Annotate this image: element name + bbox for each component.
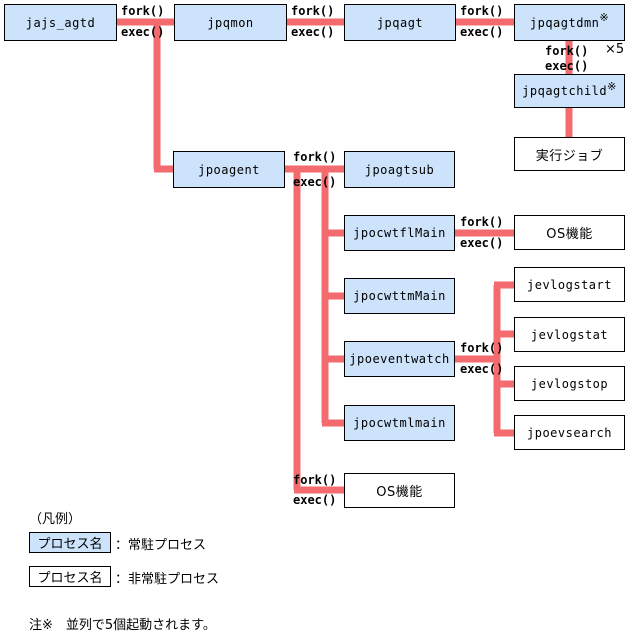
exec-label: exec() (291, 25, 335, 39)
times-five-label: ×5 (605, 42, 625, 57)
legend-nonresident-box: プロセス名 (29, 566, 111, 587)
process-jpoeventwatch: jpoeventwatch (344, 341, 455, 377)
legend-box-label: プロセス名 (37, 571, 103, 586)
process-os-function: OS機能 (514, 215, 625, 250)
process-jpocwtmlmain: jpocwtmlmain (344, 405, 455, 441)
exec-label: exec() (545, 59, 589, 73)
process-label: jpoevsearch (527, 425, 612, 440)
process-label: jevlogstop (530, 376, 609, 391)
process-jpqagt: jpqagt (344, 4, 456, 41)
process-label: jevlogstat (530, 327, 609, 342)
legend-resident-box: プロセス名 (29, 532, 111, 553)
fork-label: fork() (293, 473, 337, 487)
process-jpoagent: jpoagent (173, 151, 285, 188)
process-job: 実行ジョブ (514, 137, 625, 171)
process-jpoagtsub: jpoagtsub (344, 151, 455, 188)
fork-label: fork() (291, 4, 335, 18)
fork-label: fork() (545, 44, 589, 58)
process-label: jpqagtchild (522, 84, 608, 98)
process-label: 実行ジョブ (535, 148, 604, 164)
process-label: OS機能 (546, 227, 593, 242)
process-jpoevsearch: jpoevsearch (514, 415, 625, 450)
legend-resident-desc: ：常駐プロセス (115, 538, 207, 553)
process-label: jajs_agtd (25, 15, 96, 30)
process-jpqmon: jpqmon (174, 4, 287, 41)
fork-label: fork() (460, 4, 504, 18)
footnote: 注※ 並列で5個起動されます。 (29, 618, 216, 633)
legend-box-label: プロセス名 (37, 537, 103, 552)
process-label: jpqagtdmn (529, 15, 600, 30)
process-jpocwttmmain: jpocwttmMain (344, 278, 455, 314)
fork-label: fork() (293, 150, 337, 164)
exec-label: exec() (121, 25, 165, 39)
fork-label: fork() (460, 215, 504, 229)
legend-title: （凡例） (29, 512, 82, 527)
process-jpqagtdmn: jpqagtdmn※ (514, 4, 625, 41)
process-label: jpqmon (207, 15, 254, 30)
process-jevlogstop: jevlogstop (514, 366, 625, 401)
fork-label: fork() (121, 4, 165, 18)
process-label: jpoagtsub (364, 162, 435, 177)
fork-label: fork() (460, 341, 504, 355)
process-label: jpocwtmlmain (353, 416, 446, 430)
process-label: jpqagt (376, 15, 424, 30)
process-label: jpoeventwatch (349, 352, 450, 366)
process-label: jpoagent (198, 162, 260, 177)
process-jpqagtchild: jpqagtchild※ (514, 74, 625, 108)
exec-label: exec() (460, 236, 504, 250)
process-jevlogstat: jevlogstat (514, 317, 625, 352)
process-label: jpocwtflMain (353, 226, 446, 240)
exec-label: exec() (293, 493, 337, 507)
process-jevlogstart: jevlogstart (514, 267, 625, 302)
process-jpocwtflmain: jpocwtflMain (344, 215, 455, 251)
process-jajs-agtd: jajs_agtd (4, 4, 117, 41)
note-mark: ※ (607, 79, 617, 93)
note-mark: ※ (599, 11, 610, 24)
process-label: OS機能 (376, 485, 423, 500)
process-label: jevlogstart (527, 277, 612, 292)
exec-label: exec() (460, 362, 504, 376)
process-label: jpocwttmMain (353, 289, 446, 303)
exec-label: exec() (460, 25, 504, 39)
exec-label: exec() (293, 175, 337, 189)
legend-nonresident-desc: ：非常駐プロセス (115, 572, 220, 587)
process-os-function: OS機能 (344, 473, 455, 508)
